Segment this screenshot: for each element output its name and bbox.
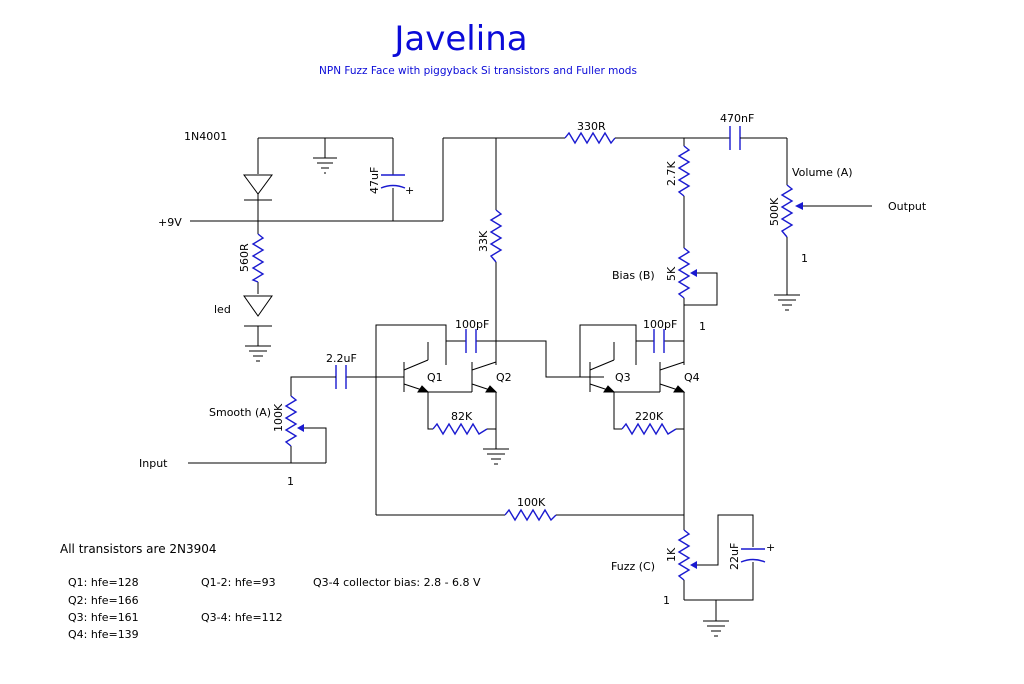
label-r-100k-smooth: 100K [272, 403, 285, 432]
ground-symbol-led [245, 345, 271, 362]
resistor-2k7 [677, 145, 691, 197]
label-r-220k: 220K [635, 410, 664, 423]
capacitor-100pf-stage1 [465, 329, 477, 353]
label-r-5k: 5K [665, 266, 678, 281]
transistor-q4 [659, 361, 686, 393]
note-q3-hfe: Q3: hfe=161 [68, 611, 139, 624]
note-q1-hfe: Q1: hfe=128 [68, 576, 139, 589]
label-r-500k: 500K [768, 197, 781, 226]
label-q3: Q3 [615, 371, 631, 384]
label-led: led [214, 303, 231, 316]
diode-1n4001 [243, 174, 273, 201]
label-r-1k: 1K [665, 547, 678, 562]
note-q2-hfe: Q2: hfe=166 [68, 594, 139, 607]
transistor-q3 [580, 342, 616, 393]
capacitor-470nf [729, 126, 741, 150]
label-volume: Volume (A) [792, 166, 853, 179]
label-q4: Q4 [684, 371, 700, 384]
label-fuzz-pin: 1 [663, 594, 670, 607]
label-q2: Q2 [496, 371, 512, 384]
note-heading: All transistors are 2N3904 [60, 542, 217, 556]
label-diode: 1N4001 [184, 130, 227, 143]
label-supply: +9V [158, 216, 182, 229]
resistor-330r [564, 131, 616, 145]
resistor-100k-feedback [504, 508, 557, 522]
capacitor-22uf [740, 548, 766, 563]
transistor-q1 [403, 342, 430, 393]
ground-symbol-stage1 [483, 448, 509, 465]
note-q4-hfe: Q4: hfe=139 [68, 628, 139, 641]
label-c-47u-plus: + [405, 184, 414, 197]
resistor-33k [489, 209, 503, 263]
label-c-47u: 47uF [368, 167, 381, 194]
note-q34-hfe: Q3-4: hfe=112 [201, 611, 283, 624]
label-fuzz: Fuzz (C) [611, 560, 655, 573]
stage-one-wiring [346, 324, 604, 510]
label-c-470n: 470nF [720, 112, 754, 125]
resistor-560r [251, 233, 265, 283]
label-q1: Q1 [427, 371, 443, 384]
ground-symbol-volume [774, 294, 800, 311]
label-r-100k-fb: 100K [517, 496, 546, 509]
label-c-22u-plus: + [766, 541, 775, 554]
title: Javelina [392, 19, 527, 59]
potentiometer-1k-fuzz [677, 529, 697, 581]
resistor-220k [621, 422, 677, 436]
label-r-330: 330R [577, 120, 606, 133]
capacitor-100pf-stage2 [653, 329, 665, 353]
label-r-560: 560R [238, 243, 251, 272]
potentiometer-500k-volume [780, 184, 803, 238]
stage-two-wiring [579, 324, 685, 530]
note-bias-range: Q3-4 collector bias: 2.8 - 6.8 V [313, 576, 481, 589]
transistor-q2 [471, 361, 498, 393]
label-r-33k: 33K [477, 230, 490, 252]
power-supply-wiring [190, 137, 565, 346]
ground-symbol-fuzz [703, 620, 729, 637]
ground-symbol-top [313, 157, 337, 174]
note-q12-hfe: Q1-2: hfe=93 [201, 576, 276, 589]
potentiometer-100k-smooth [284, 395, 304, 447]
label-output: Output [888, 200, 927, 213]
label-c-100p-a: 100pF [455, 318, 489, 331]
label-c-2u2: 2.2uF [326, 352, 357, 365]
subtitle: NPN Fuzz Face with piggyback Si transist… [319, 65, 637, 77]
capacitor-2u2f [335, 365, 347, 389]
potentiometer-5k-bias [677, 247, 697, 299]
label-bias: Bias (B) [612, 269, 655, 282]
label-c-100p-b: 100pF [643, 318, 677, 331]
label-volume-pin: 1 [801, 252, 808, 265]
label-r-82k: 82K [451, 410, 473, 423]
label-smooth-pin: 1 [287, 475, 294, 488]
label-smooth: Smooth (A) [209, 406, 271, 419]
led-indicator [243, 295, 273, 327]
label-r-2k7: 2.7K [665, 161, 678, 186]
label-bias-pin: 1 [699, 320, 706, 333]
label-c-22u: 22uF [728, 543, 741, 570]
resistor-82k [432, 422, 488, 436]
label-input: Input [139, 457, 168, 470]
capacitor-47uf [380, 174, 406, 189]
